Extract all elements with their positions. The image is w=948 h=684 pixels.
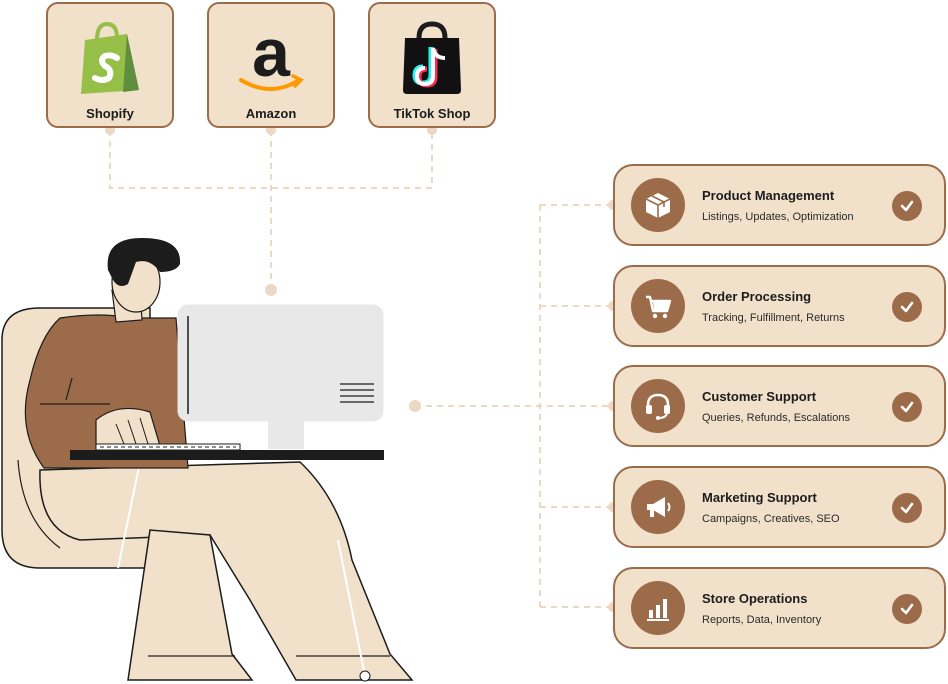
- check-icon: [892, 493, 922, 523]
- platform-amazon: a Amazon: [207, 2, 335, 128]
- service-title: Order Processing: [702, 289, 812, 304]
- service-title: Product Management: [702, 188, 835, 203]
- bar-chart-icon: [631, 581, 685, 635]
- platform-label: Shopify: [86, 106, 134, 121]
- service-title: Marketing Support: [702, 490, 817, 505]
- shopify-bag-icon: [81, 21, 139, 94]
- check-icon: [892, 191, 922, 221]
- service-subtitle: Listings, Updates, Optimization: [702, 211, 854, 223]
- platform-tiktok-shop: TikTok Shop: [368, 2, 496, 128]
- tiktok-bag-icon: [403, 21, 461, 94]
- check-icon: [892, 392, 922, 422]
- service-card-customer-support: Customer Support Queries, Refunds, Escal…: [613, 365, 946, 447]
- service-card-store-operations: Store Operations Reports, Data, Inventor…: [613, 567, 946, 649]
- headset-icon: [631, 379, 685, 433]
- service-title: Customer Support: [702, 389, 817, 404]
- service-card-marketing-support: Marketing Support Campaigns, Creatives, …: [613, 466, 946, 548]
- shopping-cart-icon: [631, 279, 685, 333]
- platform-label: Amazon: [245, 106, 297, 121]
- service-subtitle: Campaigns, Creatives, SEO: [702, 513, 840, 525]
- platform-label: TikTok Shop: [393, 106, 471, 121]
- platform-shopify: Shopify: [46, 2, 174, 128]
- svg-text:a: a: [252, 20, 291, 91]
- service-subtitle: Reports, Data, Inventory: [702, 614, 822, 626]
- service-title: Store Operations: [702, 591, 808, 606]
- check-icon: [892, 292, 922, 322]
- amazon-a-icon: a: [239, 20, 304, 91]
- service-card-product-management: Product Management Listings, Updates, Op…: [613, 164, 946, 246]
- check-icon: [892, 594, 922, 624]
- service-subtitle: Tracking, Fulfillment, Returns: [702, 312, 845, 324]
- service-subtitle: Queries, Refunds, Escalations: [702, 412, 850, 424]
- service-card-order-processing: Order Processing Tracking, Fulfillment, …: [613, 265, 946, 347]
- package-box-icon: [631, 178, 685, 232]
- megaphone-icon: [631, 480, 685, 534]
